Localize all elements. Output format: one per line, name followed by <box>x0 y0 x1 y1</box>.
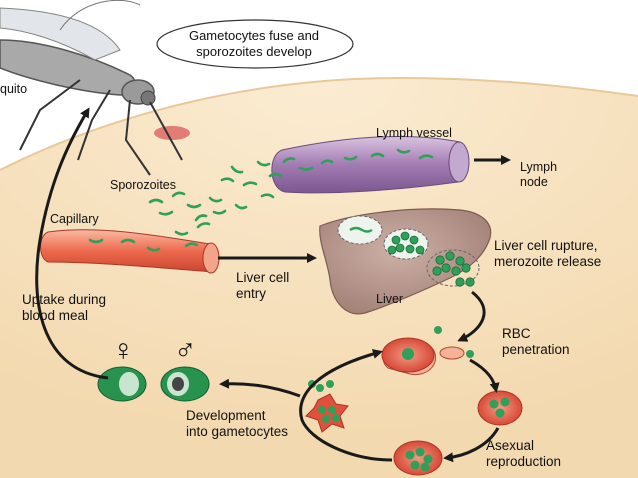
uptake-label: Uptake during blood meal <box>22 292 107 323</box>
mosquito-label: quito <box>0 82 28 96</box>
liver-label: Liver <box>376 292 404 306</box>
lymph-vessel-label: Lymph vessel <box>376 126 452 140</box>
sporozoites-label: Sporozoites <box>110 178 177 192</box>
asexual-reproduction-label: Asexual reproduction <box>486 438 562 469</box>
development-label: Development into gametocytes <box>186 408 289 439</box>
skin-edge <box>0 76 638 171</box>
rbc-penetration-label: RBC penetration <box>502 326 570 357</box>
male-symbol: ♂ <box>174 334 197 367</box>
rupturing-cell <box>426 249 480 287</box>
mosquito <box>0 0 183 176</box>
arrow-to-rbc <box>457 290 486 342</box>
rbc-cycle <box>305 326 523 476</box>
bite-mark <box>154 126 190 140</box>
callout-bubble <box>156 19 354 69</box>
liver-rupture-label: Liver cell rupture, merozoite release <box>494 238 602 269</box>
arrow-back-to-ring <box>299 349 393 462</box>
lymph-node-label: Lymph node <box>520 160 558 189</box>
cycle-arrows <box>35 107 511 463</box>
capillary <box>40 229 220 274</box>
lymph-vessel <box>271 136 470 194</box>
female-symbol: ♀ <box>112 334 135 367</box>
gametocytes <box>97 366 210 402</box>
capillary-label: Capillary <box>50 212 99 226</box>
callout-text: Gametocytes fuse and sporozoites develop <box>188 28 320 59</box>
sporozoites <box>88 148 434 252</box>
arrow-uptake <box>35 107 109 380</box>
skin-surface <box>0 78 638 478</box>
merozoites <box>387 231 475 287</box>
arrow-reproduction-loop <box>443 427 500 463</box>
arrow-rbc-to-reproduction <box>469 358 500 393</box>
liver-cell-entry-label: Liver cell entry <box>236 270 290 301</box>
arrow-into-gametocytes <box>219 378 301 398</box>
